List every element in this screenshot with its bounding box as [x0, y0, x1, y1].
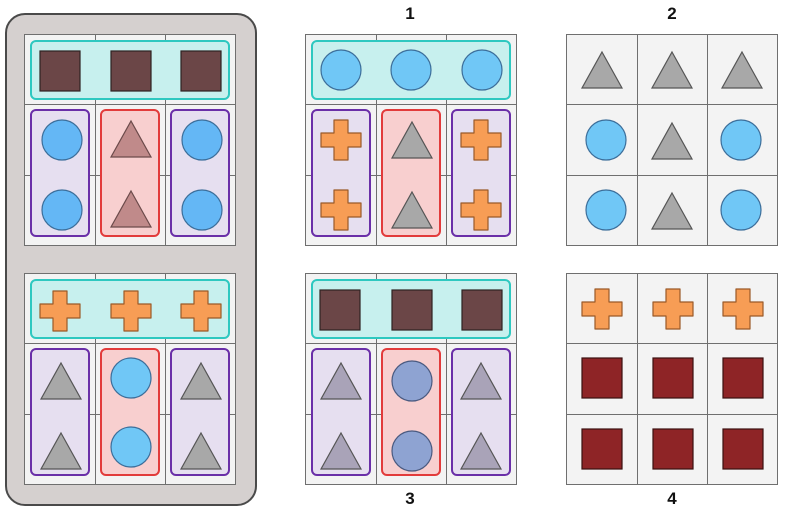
circle-icon — [110, 426, 152, 468]
circle-icon — [391, 360, 433, 402]
square-icon — [652, 428, 694, 470]
circle-icon — [720, 119, 762, 161]
square-icon — [581, 428, 623, 470]
circle-icon — [585, 189, 627, 231]
cross-icon — [460, 119, 502, 161]
square-icon — [39, 50, 81, 92]
cross-icon — [320, 119, 362, 161]
cross-icon — [652, 288, 694, 330]
cross-icon — [39, 290, 81, 332]
triangle-icon — [720, 50, 764, 89]
triangle-icon — [319, 361, 363, 400]
square-icon — [391, 289, 433, 331]
circle-icon — [41, 119, 83, 161]
circle-icon — [390, 49, 432, 91]
circle-icon — [391, 430, 433, 472]
square-icon — [319, 289, 361, 331]
square-icon — [581, 357, 623, 399]
circle-icon — [720, 189, 762, 231]
square-icon — [722, 357, 764, 399]
triangle-icon — [390, 190, 434, 229]
triangle-icon — [580, 50, 624, 89]
triangle-icon — [179, 361, 223, 400]
cross-icon — [460, 189, 502, 231]
triangle-icon — [390, 120, 434, 159]
cross-icon — [581, 288, 623, 330]
circle-icon — [110, 357, 152, 399]
cross-icon — [320, 189, 362, 231]
triangle-icon — [109, 119, 153, 158]
option-label-4: 4 — [667, 489, 677, 508]
circle-icon — [320, 49, 362, 91]
cross-icon — [722, 288, 764, 330]
triangle-icon — [459, 431, 503, 470]
triangle-icon — [650, 50, 694, 89]
option-label-2: 2 — [667, 4, 677, 23]
circle-icon — [461, 49, 503, 91]
option-label-3: 3 — [405, 489, 415, 508]
triangle-icon — [179, 431, 223, 470]
triangle-icon — [39, 361, 83, 400]
triangle-icon — [319, 431, 363, 470]
circle-icon — [181, 119, 223, 161]
square-icon — [652, 357, 694, 399]
option-label-1: 1 — [405, 4, 415, 23]
circle-icon — [41, 189, 83, 231]
cross-icon — [110, 290, 152, 332]
square-icon — [461, 289, 503, 331]
triangle-icon — [650, 121, 694, 160]
triangle-icon — [109, 189, 153, 228]
triangle-icon — [650, 191, 694, 230]
square-icon — [110, 50, 152, 92]
square-icon — [180, 50, 222, 92]
circle-icon — [181, 189, 223, 231]
circle-icon — [585, 119, 627, 161]
triangle-icon — [39, 431, 83, 470]
cross-icon — [180, 290, 222, 332]
square-icon — [722, 428, 764, 470]
triangle-icon — [459, 361, 503, 400]
